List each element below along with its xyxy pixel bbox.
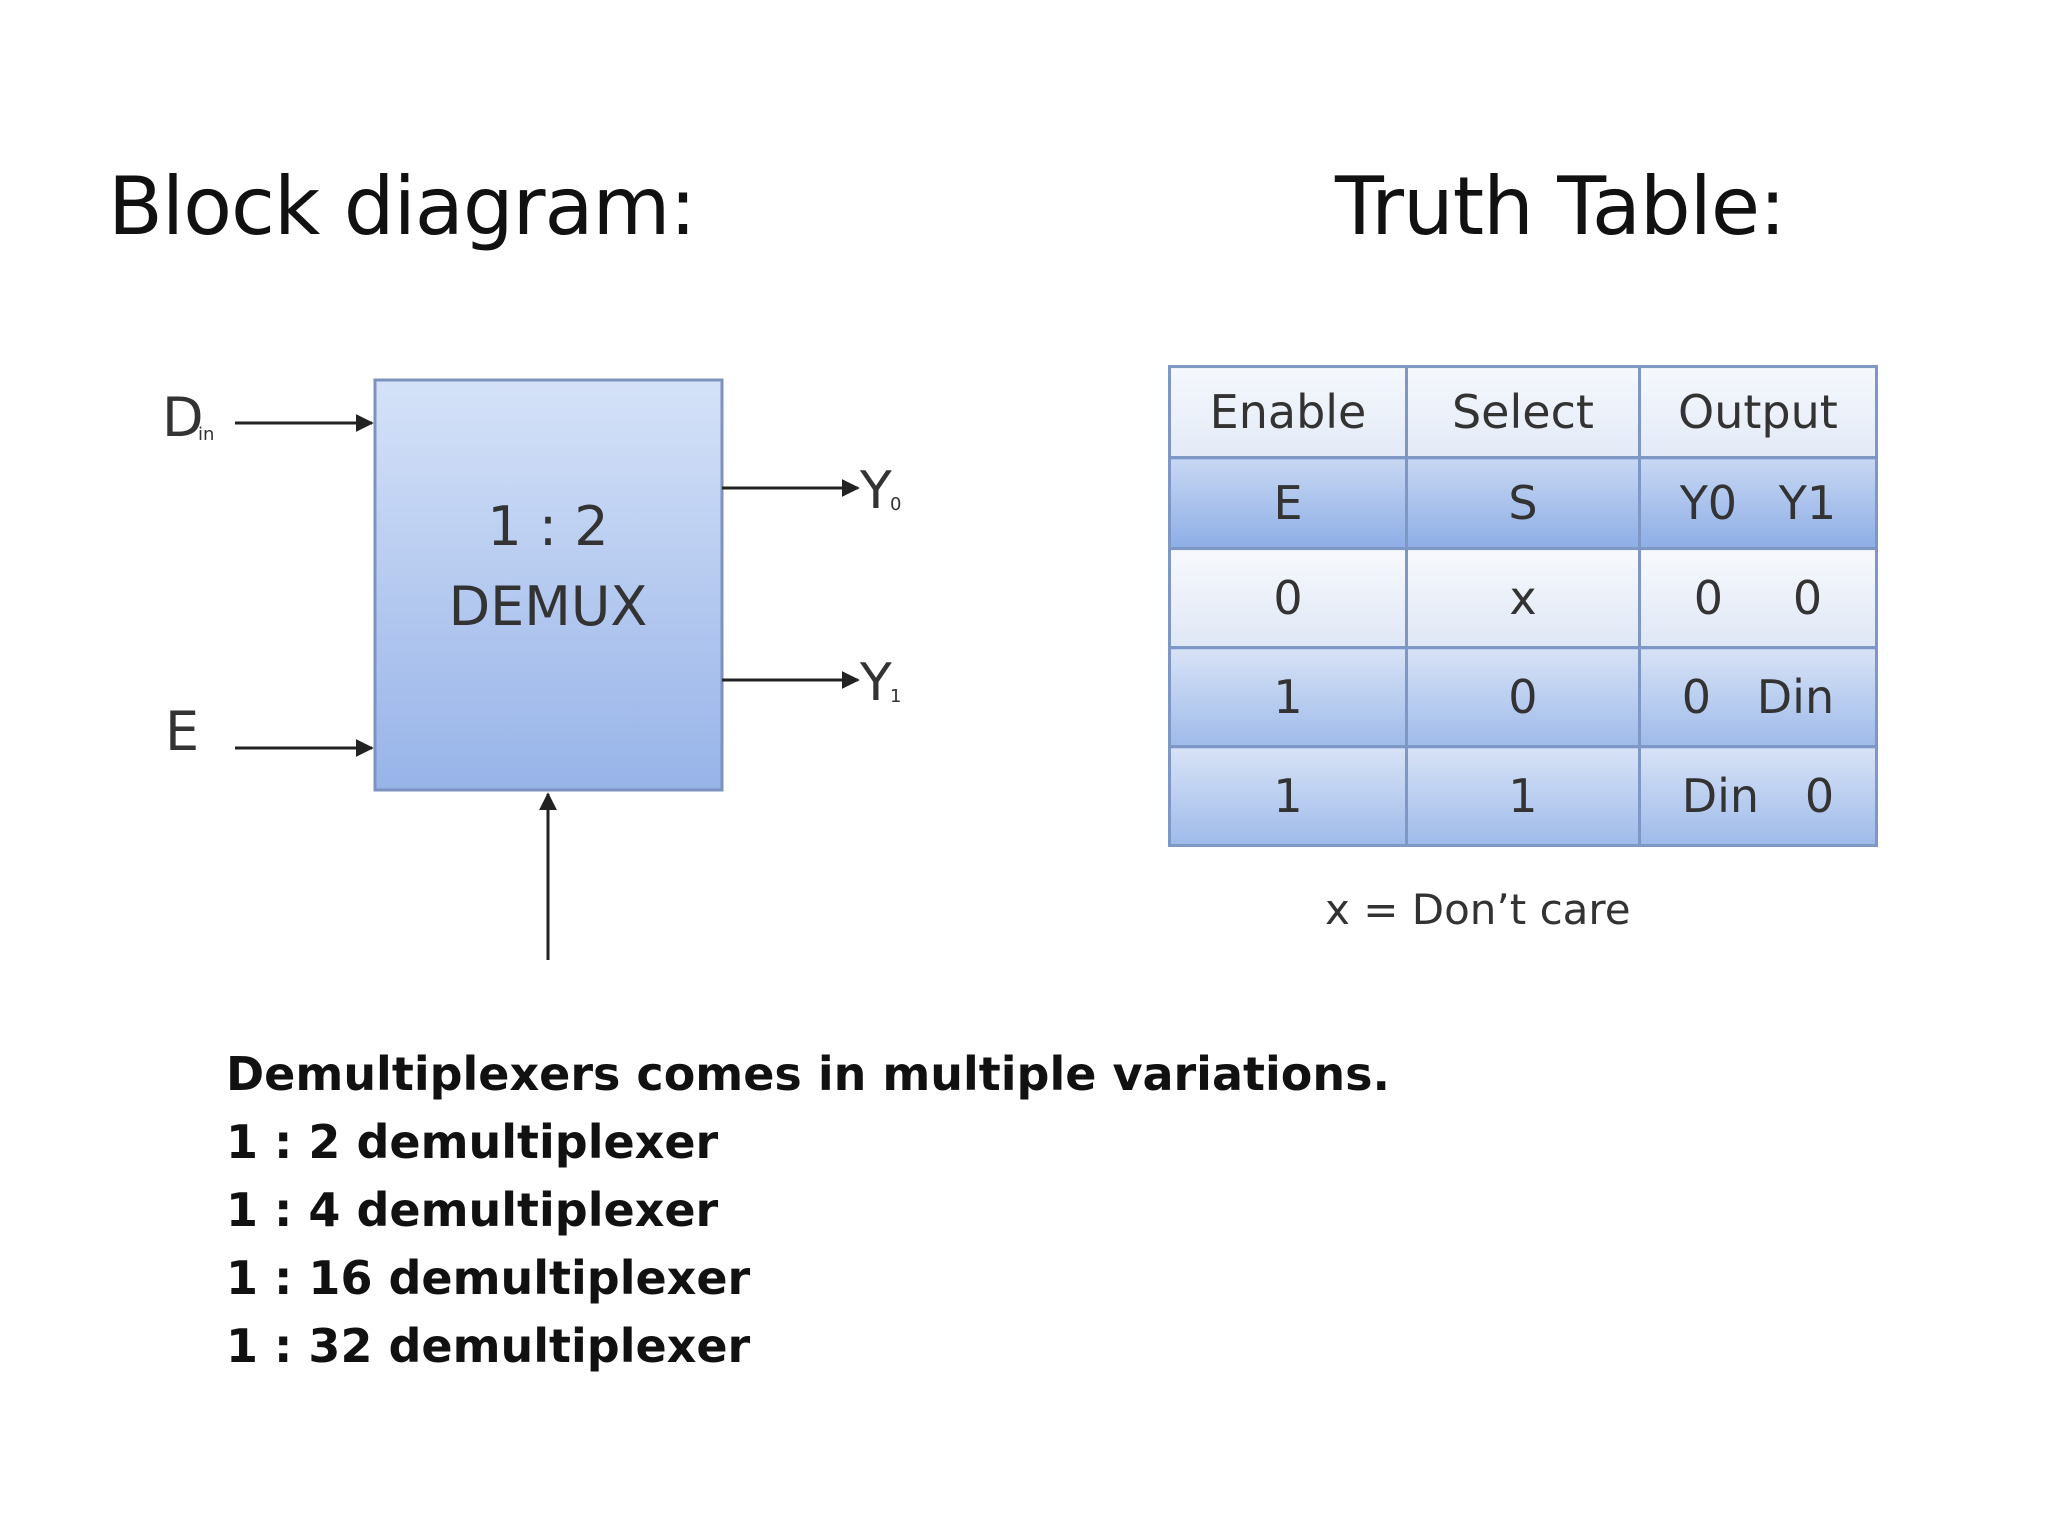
cell-e: 1 — [1167, 646, 1409, 748]
header-output: Output — [1637, 365, 1879, 459]
truth-table-container: Enable Select Output E S Y0 Y1 0 x 0 0 1 — [1167, 365, 1879, 847]
cell-s: 1 — [1405, 745, 1641, 847]
subheader-outputs: Y0 Y1 — [1637, 456, 1879, 550]
header-enable: Enable — [1167, 365, 1409, 459]
cell-outputs: 0 0 — [1637, 547, 1879, 649]
cell-s: 0 — [1405, 646, 1641, 748]
demux-block — [373, 378, 724, 792]
subheader-y1: Y1 — [1778, 476, 1837, 530]
subheader-s: S — [1405, 456, 1641, 550]
block-diagram: 1 : 2 DEMUX D in E Y 0 Y 1 — [150, 330, 970, 990]
demux-name-label: DEMUX — [449, 575, 648, 638]
list-item: 1 : 2 demultiplexer — [226, 1115, 719, 1169]
list-item: 1 : 4 demultiplexer — [226, 1183, 719, 1237]
output-y1-subscript: 1 — [890, 686, 901, 707]
cell-e: 0 — [1167, 547, 1409, 649]
cell-e: 1 — [1167, 745, 1409, 847]
cell-outputs: Din 0 — [1637, 745, 1879, 847]
cell-s: x — [1405, 547, 1641, 649]
demux-diagram-svg: 1 : 2 DEMUX D in E Y 0 Y 1 — [162, 378, 901, 960]
output-y0-subscript: 0 — [890, 494, 901, 515]
output-y1-label: Y — [859, 653, 892, 713]
demux-ratio-label: 1 : 2 — [487, 495, 608, 558]
truth-table-heading: Truth Table: — [1335, 160, 1786, 253]
block-diagram-heading: Block diagram: — [108, 160, 696, 253]
cell-y1: 0 — [1804, 769, 1835, 823]
cell-y1: 0 — [1792, 571, 1823, 625]
table-row: 1 0 0 Din — [1167, 646, 1879, 748]
table-subheader-row: E S Y0 Y1 — [1167, 456, 1879, 550]
output-y0-label: Y — [859, 461, 892, 521]
list-item: 1 : 16 demultiplexer — [226, 1251, 751, 1305]
truth-table: Enable Select Output E S Y0 Y1 0 x 0 0 1 — [1167, 365, 1879, 847]
table-row: 1 1 Din 0 — [1167, 745, 1879, 847]
table-row: 0 x 0 0 — [1167, 547, 1879, 649]
data-input-subscript: in — [198, 424, 214, 445]
dont-care-legend: x = Don’t care — [1325, 885, 1631, 934]
header-select: Select — [1405, 365, 1641, 459]
list-item: 1 : 32 demultiplexer — [226, 1319, 751, 1373]
cell-y0: 0 — [1693, 571, 1724, 625]
enable-input-label: E — [165, 700, 199, 763]
cell-y0: 0 — [1681, 670, 1711, 724]
subheader-y0: Y0 — [1679, 476, 1738, 530]
cell-outputs: 0 Din — [1637, 646, 1879, 748]
cell-y0: Din — [1681, 769, 1760, 823]
subheader-e: E — [1167, 456, 1409, 550]
cell-y1: Din — [1756, 670, 1835, 724]
table-header-row: Enable Select Output — [1167, 365, 1879, 459]
variations-list: Demultiplexers comes in multiple variati… — [226, 1040, 1390, 1380]
variations-intro: Demultiplexers comes in multiple variati… — [226, 1047, 1390, 1101]
data-input-label: D — [162, 386, 204, 449]
